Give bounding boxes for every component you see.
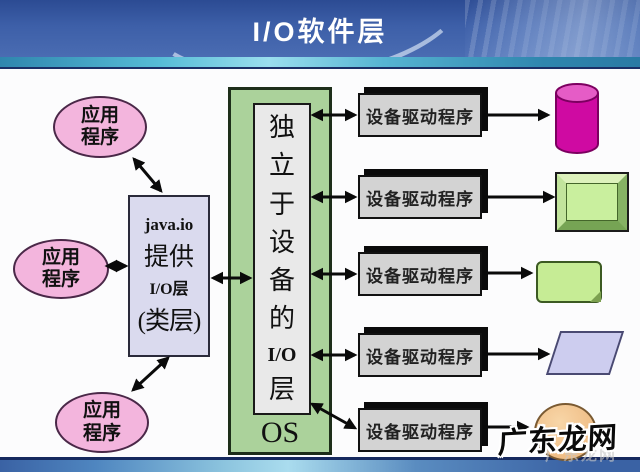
vertical-char: 层	[268, 374, 295, 404]
vertical-char-io: I/O	[267, 343, 297, 366]
header-teal-strip	[0, 57, 640, 67]
vertical-char: 的	[268, 304, 295, 334]
vertical-char: 设	[268, 227, 295, 257]
arrow-app-top-javaio	[132, 157, 163, 193]
device-driver-box-3: 设备驱动程序	[358, 252, 482, 296]
vertical-char: 备	[268, 266, 295, 296]
device-independent-io-layer-box: 独 立 于 设 备 的 I/O 层	[253, 103, 311, 415]
device-driver-box-5: 设备驱动程序	[358, 408, 482, 452]
device-driver-box-2: 设备驱动程序	[358, 175, 482, 219]
device-driver-box-1: 设备驱动程序	[358, 93, 482, 137]
footer-divider-line	[0, 457, 640, 460]
slide-header: I/O软件层	[0, 0, 640, 57]
os-label: OS	[260, 416, 300, 449]
provides-label: 提供	[143, 244, 194, 271]
application-node-middle: 应用 程序	[13, 239, 109, 299]
display-3d-icon	[555, 172, 629, 232]
application-label: 应用	[80, 104, 119, 126]
application-label: 应用	[82, 400, 121, 422]
application-label: 程序	[41, 269, 80, 290]
application-label: 程序	[80, 127, 119, 148]
device-driver-box-4: 设备驱动程序	[358, 333, 482, 377]
javaio-library-box: java.io 提供 I/O层 (类层)	[128, 195, 210, 357]
parallelogram-device-icon	[545, 331, 625, 375]
vertical-char: 于	[268, 189, 295, 219]
javaio-label: java.io	[144, 215, 194, 234]
vertical-char: 立	[268, 151, 295, 181]
vertical-char: 独	[268, 113, 295, 143]
os-column: 独 立 于 设 备 的 I/O 层 OS	[228, 87, 332, 455]
watermark-text-faint: 广东龙网	[545, 447, 618, 464]
application-node-top: 应用 程序	[53, 96, 147, 158]
application-label: 应用	[41, 246, 80, 268]
arrow-app-bottom-javaio	[131, 356, 170, 392]
disk-cylinder-icon	[553, 82, 601, 161]
watermark-text: 广东龙网	[497, 421, 619, 461]
document-note-icon	[536, 261, 602, 303]
class-layer-label: (类层)	[137, 308, 202, 335]
footer-blue-strip	[0, 460, 640, 472]
header-divider-line	[0, 67, 640, 69]
application-node-bottom: 应用 程序	[55, 392, 149, 453]
header-keyboard-image	[465, 0, 640, 57]
orange-ball-icon	[534, 403, 597, 461]
document-fold-corner	[590, 291, 601, 302]
io-layer-label: I/O层	[149, 281, 189, 298]
slide-title: I/O软件层	[252, 17, 388, 47]
application-label: 程序	[82, 422, 121, 444]
